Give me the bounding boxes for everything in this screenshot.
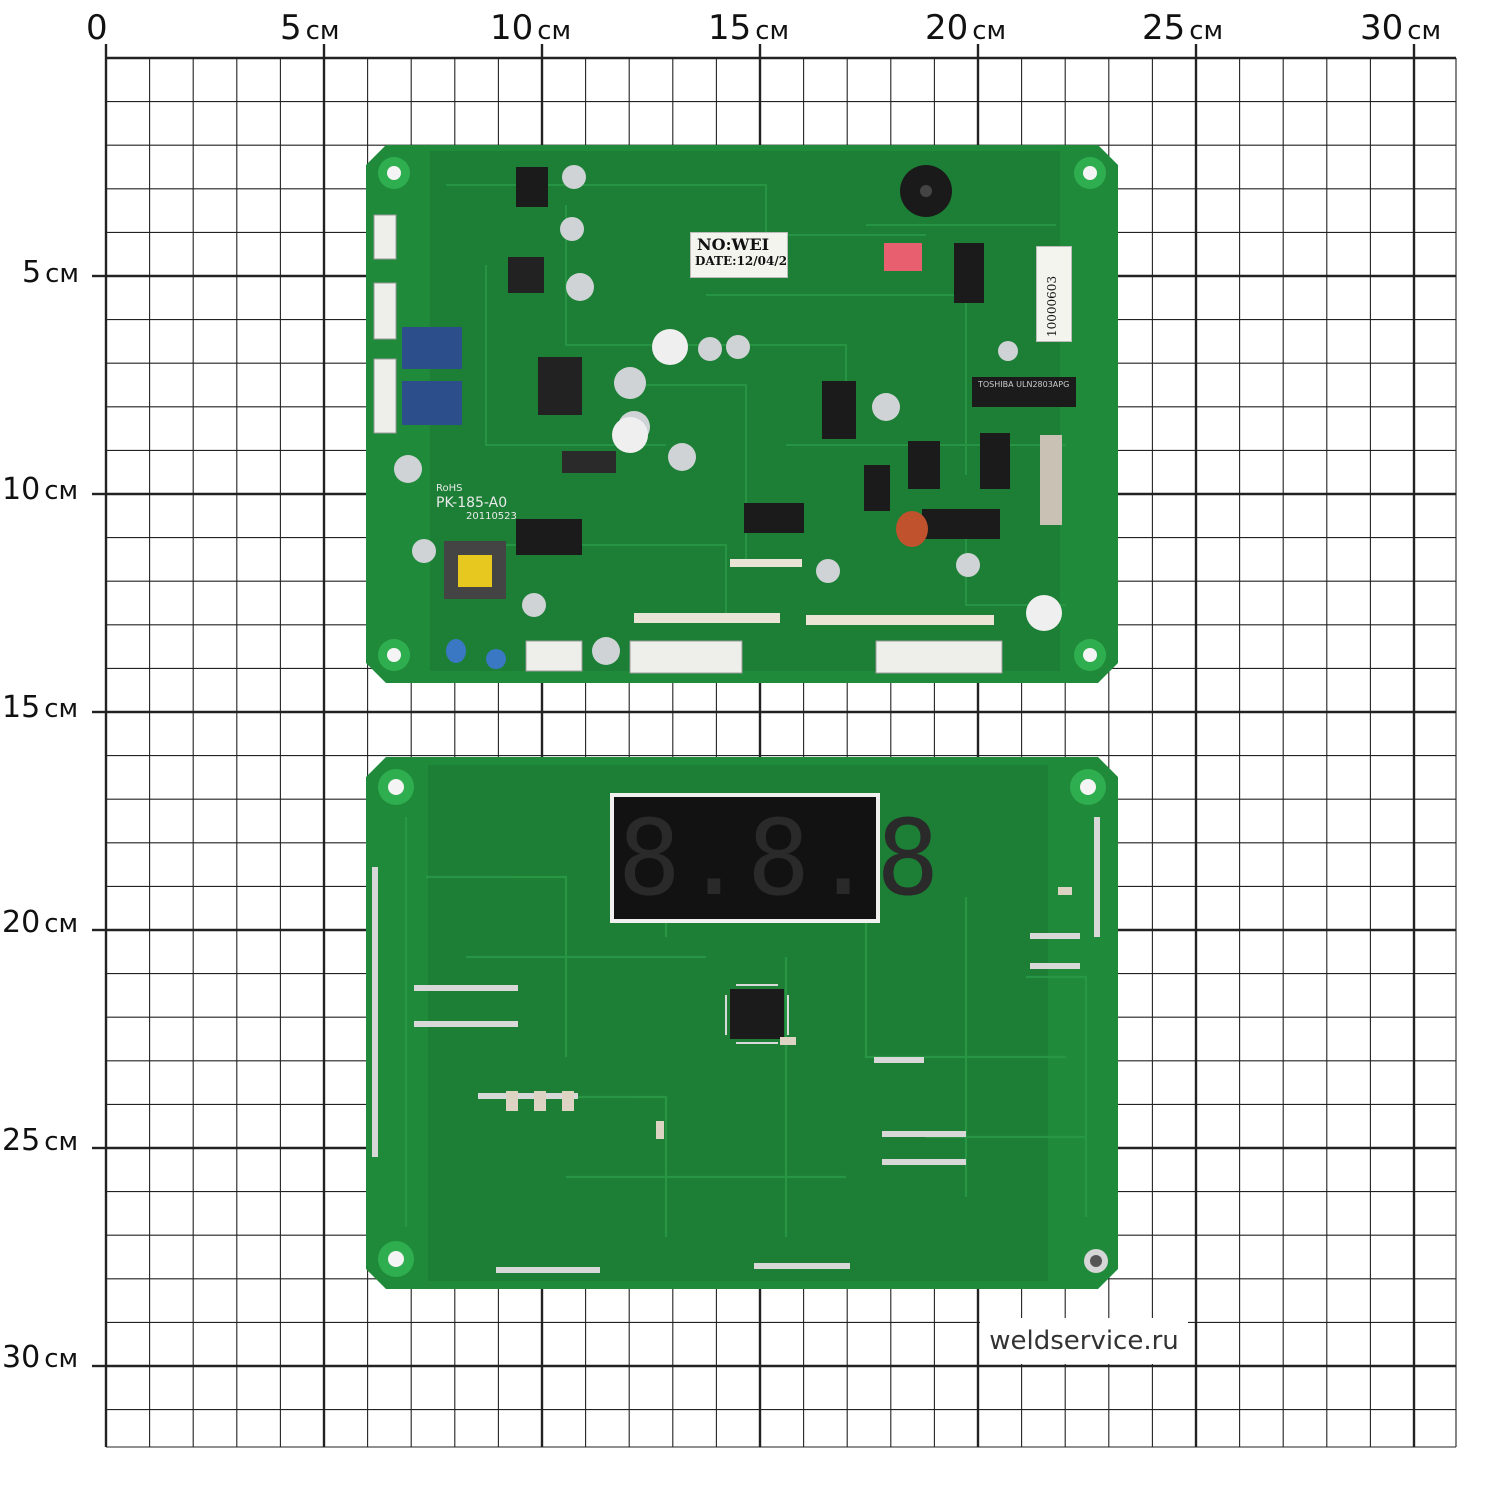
- inductor-icon: [612, 417, 648, 453]
- ic-chip: [922, 509, 1000, 539]
- capacitor-icon: [412, 539, 436, 563]
- ic-chip: [516, 519, 582, 555]
- capacitor-icon: [614, 367, 646, 399]
- x-axis-label: 0: [86, 8, 108, 48]
- ic-chip: [954, 243, 984, 303]
- film-capacitor: [896, 511, 928, 547]
- connector-cn05: [373, 282, 397, 340]
- capacitor-icon: [394, 455, 422, 483]
- seven-segment-display: [614, 797, 876, 919]
- pin-header: [562, 451, 616, 473]
- ic-chip: [744, 503, 804, 533]
- ic-chip: [822, 381, 856, 439]
- inductor-icon: [1026, 595, 1062, 631]
- capacitor-icon: [562, 165, 586, 189]
- watermark: weldservice.ru: [980, 1318, 1188, 1364]
- date-sticker: NO:WEI DATE:12/04/2: [690, 232, 788, 278]
- bottom-pcb-board: [366, 757, 1118, 1289]
- dip-switch: [884, 243, 922, 271]
- capacitor-icon: [566, 273, 594, 301]
- relay-icon: [402, 381, 462, 425]
- ic-chip: [972, 377, 1076, 407]
- ic-chip: [516, 167, 548, 207]
- mcu-chip: [730, 989, 784, 1039]
- top-pcb-board: PK-185-A0 20110523 RoHS TOSHIBA ULN2803A…: [366, 145, 1118, 683]
- relay-icon: [402, 327, 462, 369]
- part-number: PK-185-A0: [436, 495, 507, 511]
- regulator-chip: [538, 357, 582, 415]
- sticker-no: NO:WEI: [697, 235, 770, 254]
- connector-cn03: [629, 640, 743, 674]
- connector-cn04: [875, 640, 1003, 674]
- connector-cn07: [373, 214, 397, 260]
- pcb-date: 20110523: [466, 511, 517, 522]
- ic-chip: [980, 433, 1010, 489]
- rohs-mark: RoHS: [436, 483, 462, 494]
- ic-chip: [864, 465, 890, 511]
- regulator-chip: [508, 257, 544, 293]
- inductor-icon: [652, 329, 688, 365]
- capacitor-icon: [998, 341, 1018, 361]
- ic-chip: [908, 441, 940, 489]
- capacitor-icon: [522, 593, 546, 617]
- capacitor-icon: [816, 559, 840, 583]
- y-capacitor: [446, 639, 466, 663]
- capacitor-icon: [698, 337, 722, 361]
- capacitor-icon: [668, 443, 696, 471]
- barcode-sticker: 10000603: [1036, 246, 1072, 342]
- connector-cn08: [373, 358, 397, 434]
- barcode-text: 10000603: [1045, 275, 1059, 337]
- capacitor-icon: [560, 217, 584, 241]
- display-digits: 8.8.8: [618, 797, 942, 919]
- capacitor-icon: [592, 637, 620, 665]
- connector-cn06: [525, 640, 583, 672]
- chip-marking: TOSHIBA ULN2803APG: [977, 380, 1069, 389]
- sticker-date: DATE:12/04/2: [695, 254, 788, 268]
- y-capacitor: [486, 649, 506, 669]
- capacitor-icon: [956, 553, 980, 577]
- capacitor-icon: [872, 393, 900, 421]
- capacitor-icon: [726, 335, 750, 359]
